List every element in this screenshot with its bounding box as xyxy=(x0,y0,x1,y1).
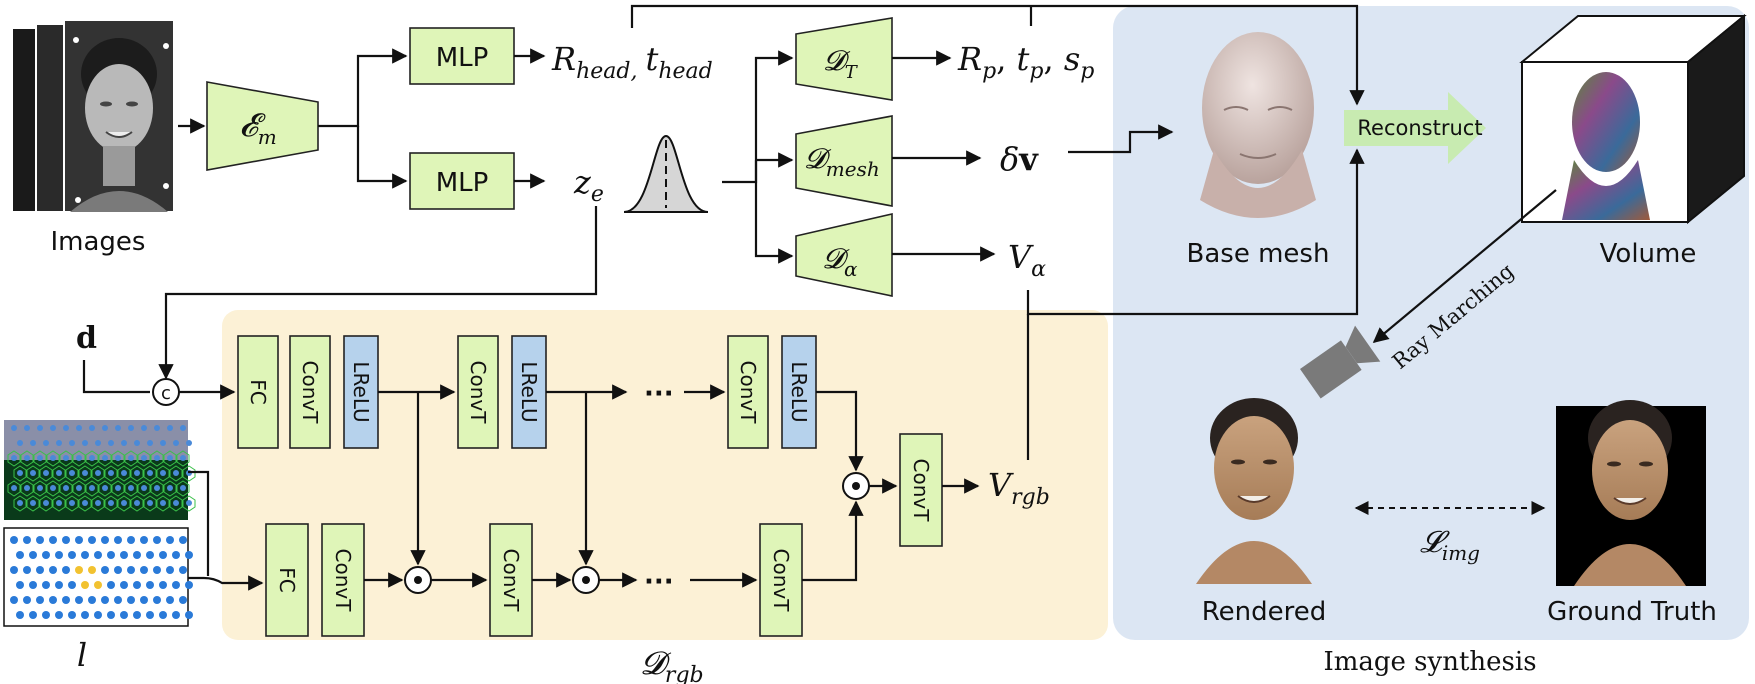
svg-text:LReLU: LReLU xyxy=(349,361,373,422)
decoder-transform: 𝓓T xyxy=(795,17,893,101)
svg-text:FC: FC xyxy=(246,379,270,404)
svg-text:𝓔m: 𝓔m xyxy=(239,106,276,149)
svg-text:𝓓mesh: 𝓓mesh xyxy=(804,142,879,181)
convt-block-top-3: ConvT xyxy=(727,335,769,449)
input-image-stack xyxy=(11,19,175,213)
head-pose-label: Rhead,thead xyxy=(551,40,713,84)
svg-text:ConvT: ConvT xyxy=(769,549,793,613)
convt-block-bottom-1: ConvT xyxy=(321,523,365,637)
volume-cube xyxy=(1519,13,1747,225)
reconstruct-arrow: Reconstruct xyxy=(1344,92,1486,164)
svg-text:FC: FC xyxy=(275,567,299,592)
base-mesh-image xyxy=(1200,32,1316,218)
svg-text:ConvT: ConvT xyxy=(298,361,322,425)
mlp-top: MLP xyxy=(409,27,515,85)
lrelu-block-top-3: LReLU xyxy=(781,335,817,449)
convt-block-top-2: ConvT xyxy=(457,335,499,449)
multiply-node-final xyxy=(842,472,870,500)
svg-text:Reconstruct: Reconstruct xyxy=(1357,116,1482,140)
fc-block-top: FC xyxy=(237,335,279,449)
svg-text:ConvT: ConvT xyxy=(499,549,523,613)
pose-params-label: Rp, tp, sp xyxy=(957,40,1094,84)
ellipsis-top: ··· xyxy=(644,379,674,409)
lrelu-block-top-2: LReLU xyxy=(511,335,547,449)
svg-text:ConvT: ConvT xyxy=(736,361,760,425)
svg-text:LReLU: LReLU xyxy=(787,361,811,422)
view-direction-label: d xyxy=(76,321,97,356)
lighting-dots-image xyxy=(3,527,193,627)
vertex-offset-label: δv xyxy=(1000,140,1039,178)
camera-icon xyxy=(1300,325,1381,399)
latent-code: ze xyxy=(573,163,604,207)
svg-text:LReLU: LReLU xyxy=(517,361,541,422)
convt-block-bottom-3: ConvT xyxy=(759,523,803,637)
ground-truth-label: Ground Truth xyxy=(1547,597,1717,627)
decoder-mesh: 𝓓mesh xyxy=(795,115,893,207)
rgb-decoder-label: 𝓓rgb xyxy=(640,644,703,684)
input-face xyxy=(70,38,168,212)
gaussian-icon xyxy=(623,134,709,213)
images-label: Images xyxy=(51,227,146,257)
convt-block-final: ConvT xyxy=(899,433,943,547)
convt-block-bottom-2: ConvT xyxy=(489,523,533,637)
convt-block-top-1: ConvT xyxy=(289,335,331,449)
mlp-bottom: MLP xyxy=(409,152,515,210)
svg-text:ConvT: ConvT xyxy=(331,549,355,613)
concat-node: c xyxy=(152,378,180,406)
color-volume-label: Vrgb xyxy=(988,466,1050,510)
rendered-face xyxy=(1196,398,1312,584)
lrelu-block-top-1: LReLU xyxy=(343,335,379,449)
ellipsis-bottom: ··· xyxy=(644,567,674,597)
lighting-label: l xyxy=(77,636,87,674)
image-synthesis-label: Image synthesis xyxy=(1323,647,1536,677)
decoder-alpha: 𝓓α xyxy=(795,212,893,297)
svg-text:ConvT: ConvT xyxy=(909,459,933,523)
svg-text:ConvT: ConvT xyxy=(466,361,490,425)
ground-truth-face xyxy=(1574,400,1686,586)
multiply-node-1 xyxy=(404,566,432,594)
rendered-label: Rendered xyxy=(1202,597,1327,627)
svg-text:MLP: MLP xyxy=(436,168,489,198)
svg-text:c: c xyxy=(161,383,171,404)
volume-label: Volume xyxy=(1600,239,1697,269)
multiply-node-2 xyxy=(572,566,600,594)
base-mesh-label: Base mesh xyxy=(1187,239,1330,269)
encoder-block: 𝓔m xyxy=(206,81,319,171)
opacity-volume-label: Vα xyxy=(1008,238,1046,282)
fc-block-bottom: FC xyxy=(265,523,309,637)
lighting-hex-image xyxy=(4,420,196,520)
svg-text:MLP: MLP xyxy=(436,43,489,73)
